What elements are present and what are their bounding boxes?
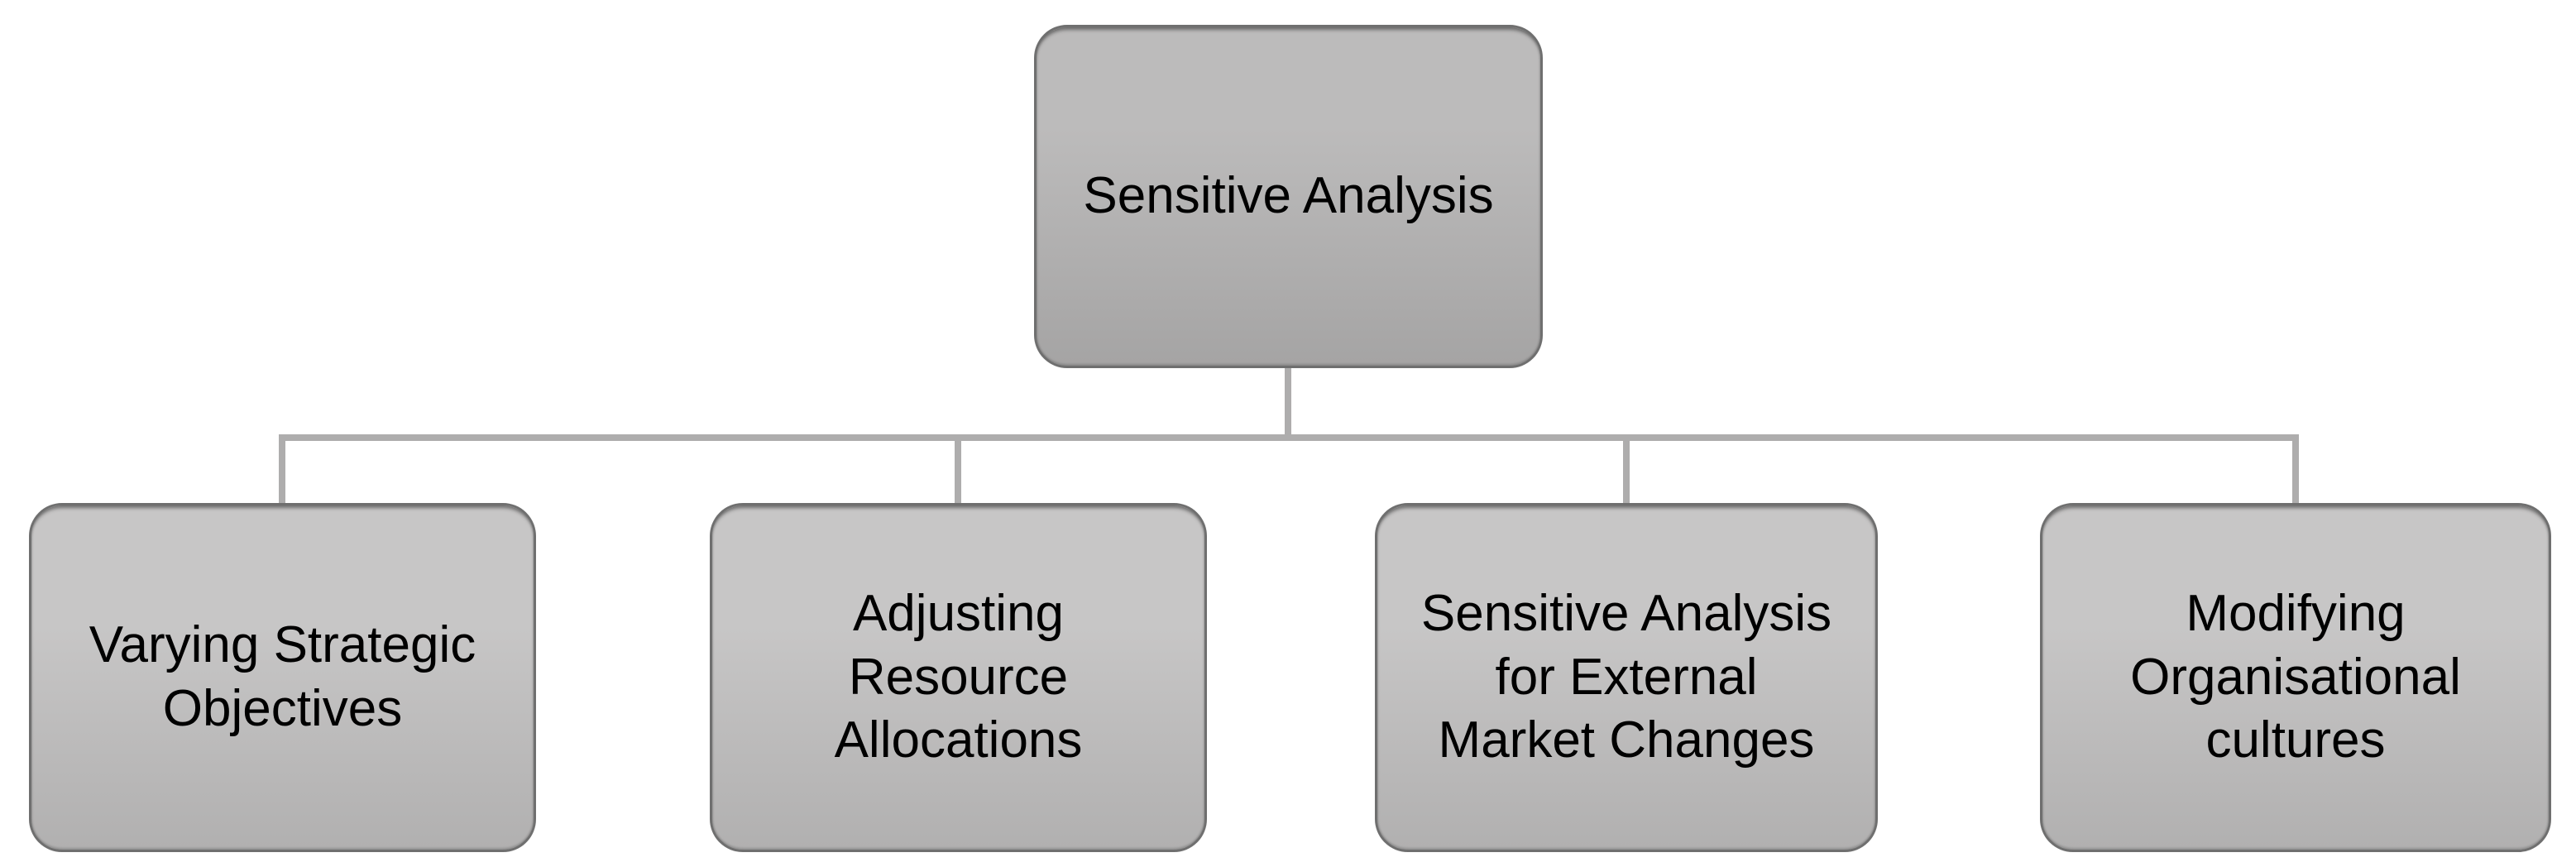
child-label-4: Modifying Organisational cultures [2130,584,2461,769]
node-child-3: Sensitive Analysis for External Market C… [1375,503,1878,852]
connector-drop-3 [1623,439,1630,505]
node-child-2: Adjusting Resource Allocations [710,503,1207,852]
child-label-1: Varying Strategic Objectives [89,616,476,737]
connector-drop-1 [279,439,285,505]
connector-crossbar [279,434,2299,441]
child-label-2: Adjusting Resource Allocations [834,584,1083,769]
connector-drop-2 [955,439,961,505]
connector-drop-4 [2292,439,2299,505]
root-label: Sensitive Analysis [1083,167,1494,225]
node-root: Sensitive Analysis [1034,25,1543,368]
child-label-3: Sensitive Analysis for External Market C… [1420,584,1832,769]
node-child-1: Varying Strategic Objectives [29,503,536,852]
connector-trunk [1285,366,1291,441]
node-child-4: Modifying Organisational cultures [2040,503,2551,852]
